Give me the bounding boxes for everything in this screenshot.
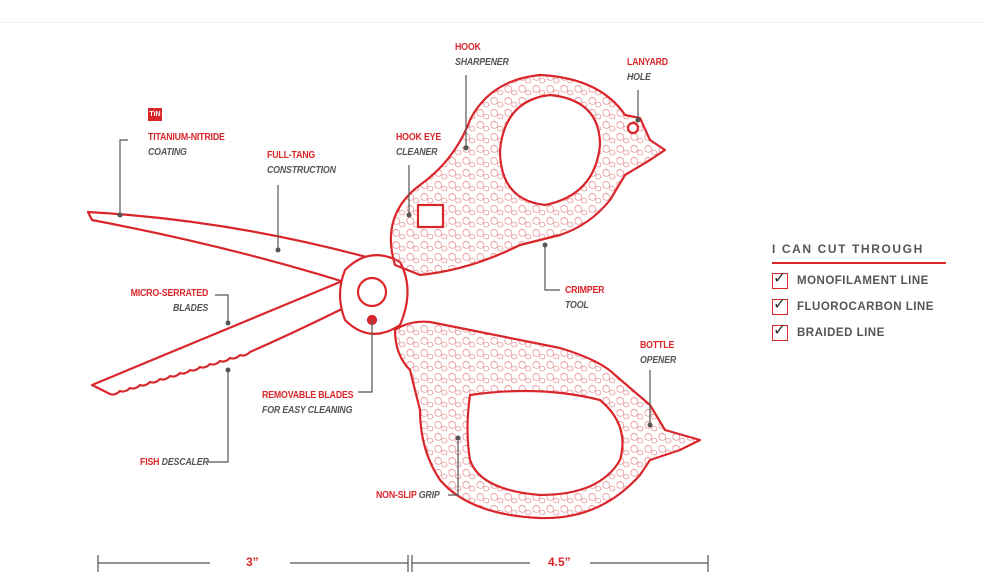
dimension-lines [97, 555, 709, 572]
callout-title: HOOK [455, 42, 481, 53]
callout-lanyard: LANYARD HOLE [627, 55, 668, 85]
panel-title: I CAN CUT THROUGH [772, 242, 946, 264]
callout-sub: FOR EASY CLEANING [262, 405, 353, 416]
callout-sub: DESCALER [161, 457, 209, 468]
item-label: FLUOROCARBON LINE [797, 300, 934, 313]
leader-crimper [544, 245, 560, 291]
callout-title: FULL-TANG [267, 150, 316, 161]
cut-through-panel: I CAN CUT THROUGH ✓ MONOFILAMENT LINE ✓ FL… [772, 242, 946, 342]
leader-fish [208, 370, 229, 463]
list-item: ✓ MONOFILAMENT LINE [772, 269, 946, 290]
item-label: MONOFILAMENT LINE [797, 274, 929, 287]
leader-removable [358, 320, 373, 393]
list-item: ✓ FLUOROCARBON LINE [772, 295, 946, 316]
callout-crimper: CRIMPER TOOL [565, 283, 605, 313]
callout-fish: FISH DESCALER [140, 455, 209, 470]
callout-hookeye: HOOK EYE CLEANER [396, 130, 441, 160]
handle-length: 4.5” [548, 555, 571, 569]
callout-sub: OPENER [640, 355, 677, 366]
callout-sub: GRIP [418, 490, 440, 501]
callout-title: CRIMPER [565, 285, 605, 296]
callout-hook: HOOK SHARPENER [455, 40, 509, 70]
callout-serrated: MICRO-SERRATED BLADES [130, 286, 208, 316]
callout-title: NON-SLIP [376, 490, 417, 501]
callout-nonslip: NON-SLIP GRIP [376, 488, 440, 503]
callout-title: TITANIUM-NITRIDE [148, 132, 225, 143]
callout-title: REMOVABLE BLADES [262, 390, 354, 401]
callout-sub: COATING [148, 147, 187, 158]
callout-sub: HOLE [627, 72, 651, 83]
callout-title: HOOK EYE [396, 132, 442, 143]
callout-title: LANYARD [627, 57, 668, 68]
top-bar [0, 0, 984, 23]
callout-sub: CLEANER [396, 147, 438, 158]
checkbox-icon: ✓ [772, 269, 788, 289]
blade-length: 3” [246, 555, 259, 569]
checkbox-icon: ✓ [772, 295, 788, 315]
item-label: BRAIDED LINE [797, 326, 885, 339]
callout-sub: TOOL [565, 300, 589, 311]
callout-sub: CONSTRUCTION [267, 165, 336, 176]
callout-title: MICRO-SERRATED [130, 288, 208, 299]
callout-removable: REMOVABLE BLADES FOR EASY CLEANING [262, 388, 354, 418]
callout-sub: BLADES [172, 303, 208, 314]
checkbox-icon: ✓ [772, 321, 788, 341]
callout-title: BOTTLE [640, 340, 675, 351]
callout-fulltang: FULL-TANG CONSTRUCTION [267, 148, 336, 178]
leader-titanium [119, 139, 128, 215]
callout-bottle: BOTTLE OPENER [640, 338, 676, 368]
callout-titanium: TITANIUM-NITRIDE COATING [148, 130, 225, 160]
callout-title: FISH [140, 457, 160, 468]
lower-blade [90, 280, 362, 396]
callout-sub: SHARPENER [455, 57, 509, 68]
tin-badge: TiN [148, 108, 162, 121]
leader-serrated [215, 294, 229, 323]
leader-nonslip [448, 438, 459, 496]
list-item: ✓ BRAIDED LINE [772, 321, 946, 342]
